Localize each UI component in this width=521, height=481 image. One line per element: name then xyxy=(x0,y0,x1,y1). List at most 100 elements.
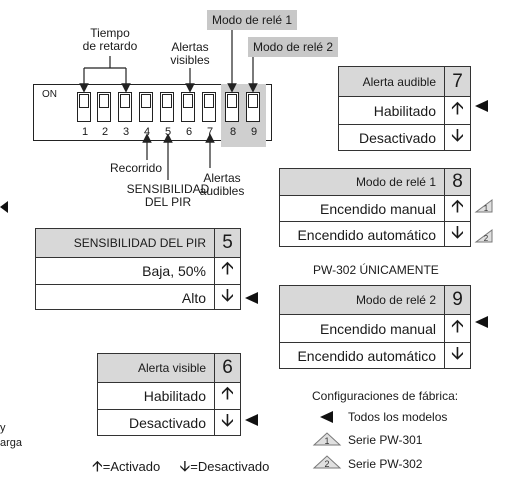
left-triangle-fragment xyxy=(0,201,8,213)
table-title: Alerta visible xyxy=(137,361,206,375)
table-title: Modo de relé 1 xyxy=(355,175,436,189)
option-label: Desactivado xyxy=(358,130,436,146)
pw302-triangle-icon: 2 xyxy=(312,455,342,469)
switch-number-3: 3 xyxy=(122,126,130,138)
option-label: Baja, 50% xyxy=(142,263,206,279)
switch-number-4: 4 xyxy=(143,126,151,138)
table-row: Habilitado 🡩 xyxy=(339,96,470,124)
down-arrow-icon: 🡫 xyxy=(451,221,464,242)
pw301-default-marker-icon: 1 xyxy=(474,199,493,213)
pw301-marker-text: 1 xyxy=(484,204,489,213)
arrow-key-legend: 🡩=Activado 🡫=Desactivado xyxy=(92,456,269,481)
up-arrow-icon: 🡩 xyxy=(221,258,234,278)
table-relay-mode-1: Modo de relé 1 8 Encendido manual 🡩 Ence… xyxy=(279,168,471,247)
table-header: Modo de relé 1 8 xyxy=(280,169,470,195)
down-arrow-icon: 🡫 xyxy=(179,458,191,475)
table-row: Habilitado 🡩 xyxy=(98,382,240,409)
cell-up: 🡩 xyxy=(214,258,240,284)
switch-number: 5 xyxy=(214,229,240,257)
left-text-fragment-2: arga xyxy=(0,437,23,449)
pw302-legend-mark: 2 xyxy=(324,459,329,469)
all-models-label: Todos los modelos xyxy=(348,410,448,424)
left-triangle-icon xyxy=(320,411,333,423)
switch-number-6: 6 xyxy=(185,126,193,138)
table-visible-alert: Alerta visible 6 Habilitado 🡩 Desactivad… xyxy=(97,353,241,436)
cell-down: 🡫 xyxy=(444,125,470,151)
pw301-legend-mark: 1 xyxy=(324,436,329,446)
table-pir-sensitivity: SENSIBILIDAD DEL PIR 5 Baja, 50% 🡩 Alto … xyxy=(35,228,241,310)
cell-down: 🡫 xyxy=(214,285,240,310)
travel-label: Recorrido xyxy=(109,161,163,175)
dip-switch-6[interactable] xyxy=(181,92,195,122)
dip-switch-4[interactable] xyxy=(139,92,153,122)
down-arrow-icon: 🡫 xyxy=(221,410,234,430)
cell-up: 🡩 xyxy=(444,196,470,221)
switch-number: 8 xyxy=(444,169,470,195)
down-arrow-icon: 🡫 xyxy=(451,125,464,145)
table-header: SENSIBILIDAD DEL PIR 5 xyxy=(36,229,240,257)
cell-down: 🡫 xyxy=(444,222,470,247)
default-all-models-icon xyxy=(245,292,258,304)
up-arrow-icon: 🡩 xyxy=(451,195,464,216)
table-relay-mode-2: Modo de relé 2 9 Encendido manual 🡩 Ence… xyxy=(279,285,471,369)
switch-number-5: 5 xyxy=(164,126,172,138)
option-label: Encendido automático xyxy=(297,348,436,364)
up-arrow-icon: 🡩 xyxy=(92,458,103,475)
visible-alerts-label: Alertas visibles xyxy=(162,41,218,67)
switch-number-7: 7 xyxy=(206,126,214,138)
default-all-models-icon xyxy=(475,100,488,112)
cell-up: 🡩 xyxy=(444,97,470,124)
pw302-label: Serie PW-302 xyxy=(348,457,423,471)
pw301-triangle-icon: 1 xyxy=(312,432,342,446)
table-title: Modo de relé 2 xyxy=(355,293,436,307)
option-label: Alto xyxy=(181,289,206,306)
delay-time-line2: de retardo xyxy=(82,39,138,53)
table-row: Encendido automático 🡫 xyxy=(280,342,470,369)
table-row: Encendido manual 🡩 xyxy=(280,195,470,221)
switch-number-9: 9 xyxy=(250,126,258,138)
visible-alerts-line1: Alertas xyxy=(171,40,209,54)
activated-label: =Activado xyxy=(102,459,161,474)
option-label: Encendido automático xyxy=(297,226,436,243)
table-row: Baja, 50% 🡩 xyxy=(36,257,240,284)
pw302-only-label: PW-302 ÚNICAMENTE xyxy=(313,263,439,277)
default-all-models-icon xyxy=(475,316,488,328)
pir-sensitivity-label: SENSIBILIDAD DEL PIR xyxy=(120,183,216,209)
switch-number-2: 2 xyxy=(101,126,109,138)
cell-down: 🡫 xyxy=(444,343,470,369)
table-title: Alerta audible xyxy=(362,74,436,89)
switch-number-8: 8 xyxy=(229,126,237,138)
table-title: SENSIBILIDAD DEL PIR xyxy=(73,236,206,250)
table-audible-alert: Alerta audible 7 Habilitado 🡩 Desactivad… xyxy=(338,66,471,151)
down-arrow-icon: 🡫 xyxy=(451,343,464,363)
factory-settings-title: Configuraciones de fábrica: xyxy=(312,389,459,403)
deactivated-label: =Desactivado xyxy=(190,459,270,474)
table-row: Alto 🡫 xyxy=(36,284,240,310)
pir-sensitivity-line1: SENSIBILIDAD xyxy=(126,182,210,196)
table-row: Desactivado 🡫 xyxy=(339,124,470,151)
audible-alerts-line1: Alertas xyxy=(203,171,241,185)
pw302-default-marker-icon: 2 xyxy=(474,229,493,243)
cell-down: 🡫 xyxy=(214,410,240,436)
left-text-fragment-1: y xyxy=(0,422,6,434)
down-arrow-icon: 🡫 xyxy=(221,284,234,305)
on-label: ON xyxy=(42,89,57,100)
switch-number-1: 1 xyxy=(81,126,89,138)
dip-switch-2[interactable] xyxy=(97,92,111,122)
option-label: Encendido manual xyxy=(320,320,436,337)
dip-switch-5[interactable] xyxy=(160,92,174,122)
visible-alerts-line2: visibles xyxy=(170,53,210,67)
delay-time-label: Tiempo de retardo xyxy=(70,27,150,53)
up-arrow-icon: 🡩 xyxy=(221,383,234,403)
table-header: Alerta visible 6 xyxy=(98,354,240,382)
cell-up: 🡩 xyxy=(214,383,240,409)
switch-number: 9 xyxy=(444,286,470,314)
option-label: Habilitado xyxy=(143,388,206,404)
relay2-tag: Modo de relé 2 xyxy=(248,37,339,57)
table-header: Modo de relé 2 9 xyxy=(280,286,470,314)
table-header: Alerta audible 7 xyxy=(339,67,470,96)
dip-switch-7[interactable] xyxy=(202,92,216,122)
option-label: Encendido manual xyxy=(320,200,436,217)
option-label: Desactivado xyxy=(128,415,206,431)
default-all-models-icon xyxy=(245,414,258,426)
